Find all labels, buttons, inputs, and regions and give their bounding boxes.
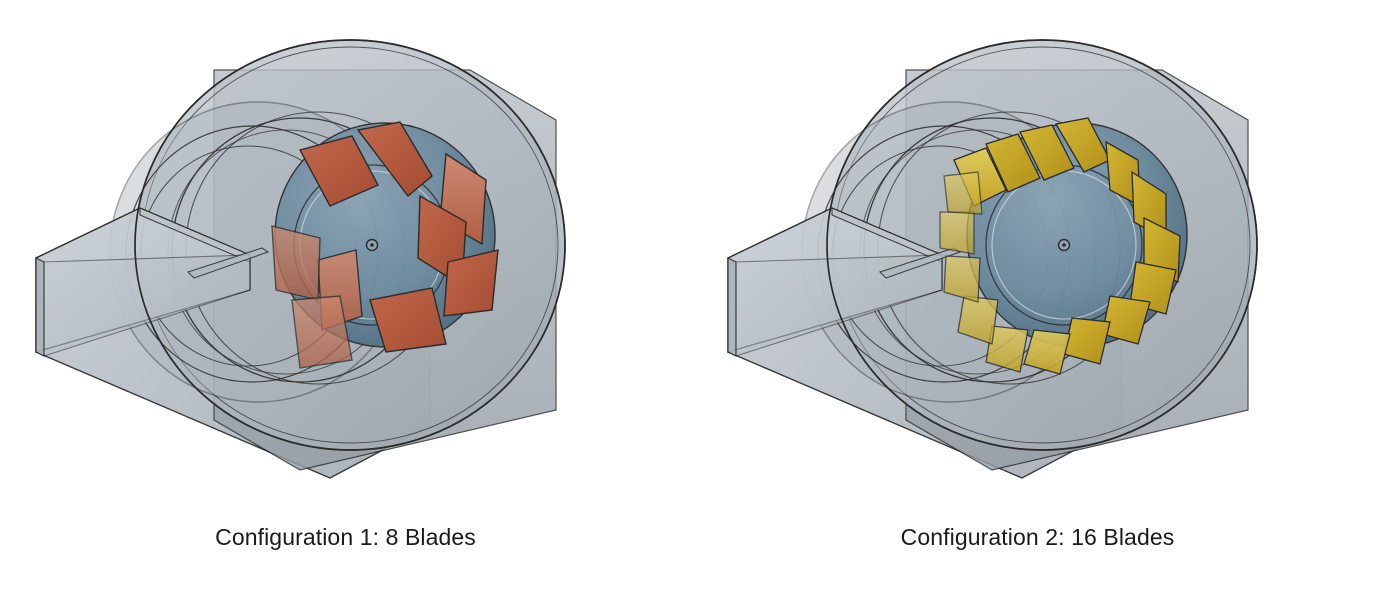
housing-front-rim: [826, 39, 1258, 451]
housing-front-rim: [134, 39, 566, 451]
configuration-2-caption: Configuration 2: 16 Blades: [900, 524, 1175, 550]
impeller-assembly: [271, 121, 499, 369]
impeller-blades: [271, 121, 499, 369]
shaft-center-marker: [365, 238, 379, 252]
cad-model-configuration-1: [35, 39, 566, 479]
impeller-assembly: [939, 117, 1188, 375]
impeller-blades: [939, 117, 1181, 375]
shaft-center-marker: [1057, 238, 1071, 252]
rectangular-outlet-duct: [727, 207, 962, 357]
configuration-1-caption: Configuration 1: 8 Blades: [215, 524, 476, 550]
configuration-1-panel: Configuration 1: 8 Blades: [0, 0, 691, 611]
rectangular-outlet-duct: [35, 207, 270, 357]
configuration-2-panel: Configuration 2: 16 Blades: [692, 0, 1383, 611]
cad-model-configuration-2: [727, 39, 1258, 479]
